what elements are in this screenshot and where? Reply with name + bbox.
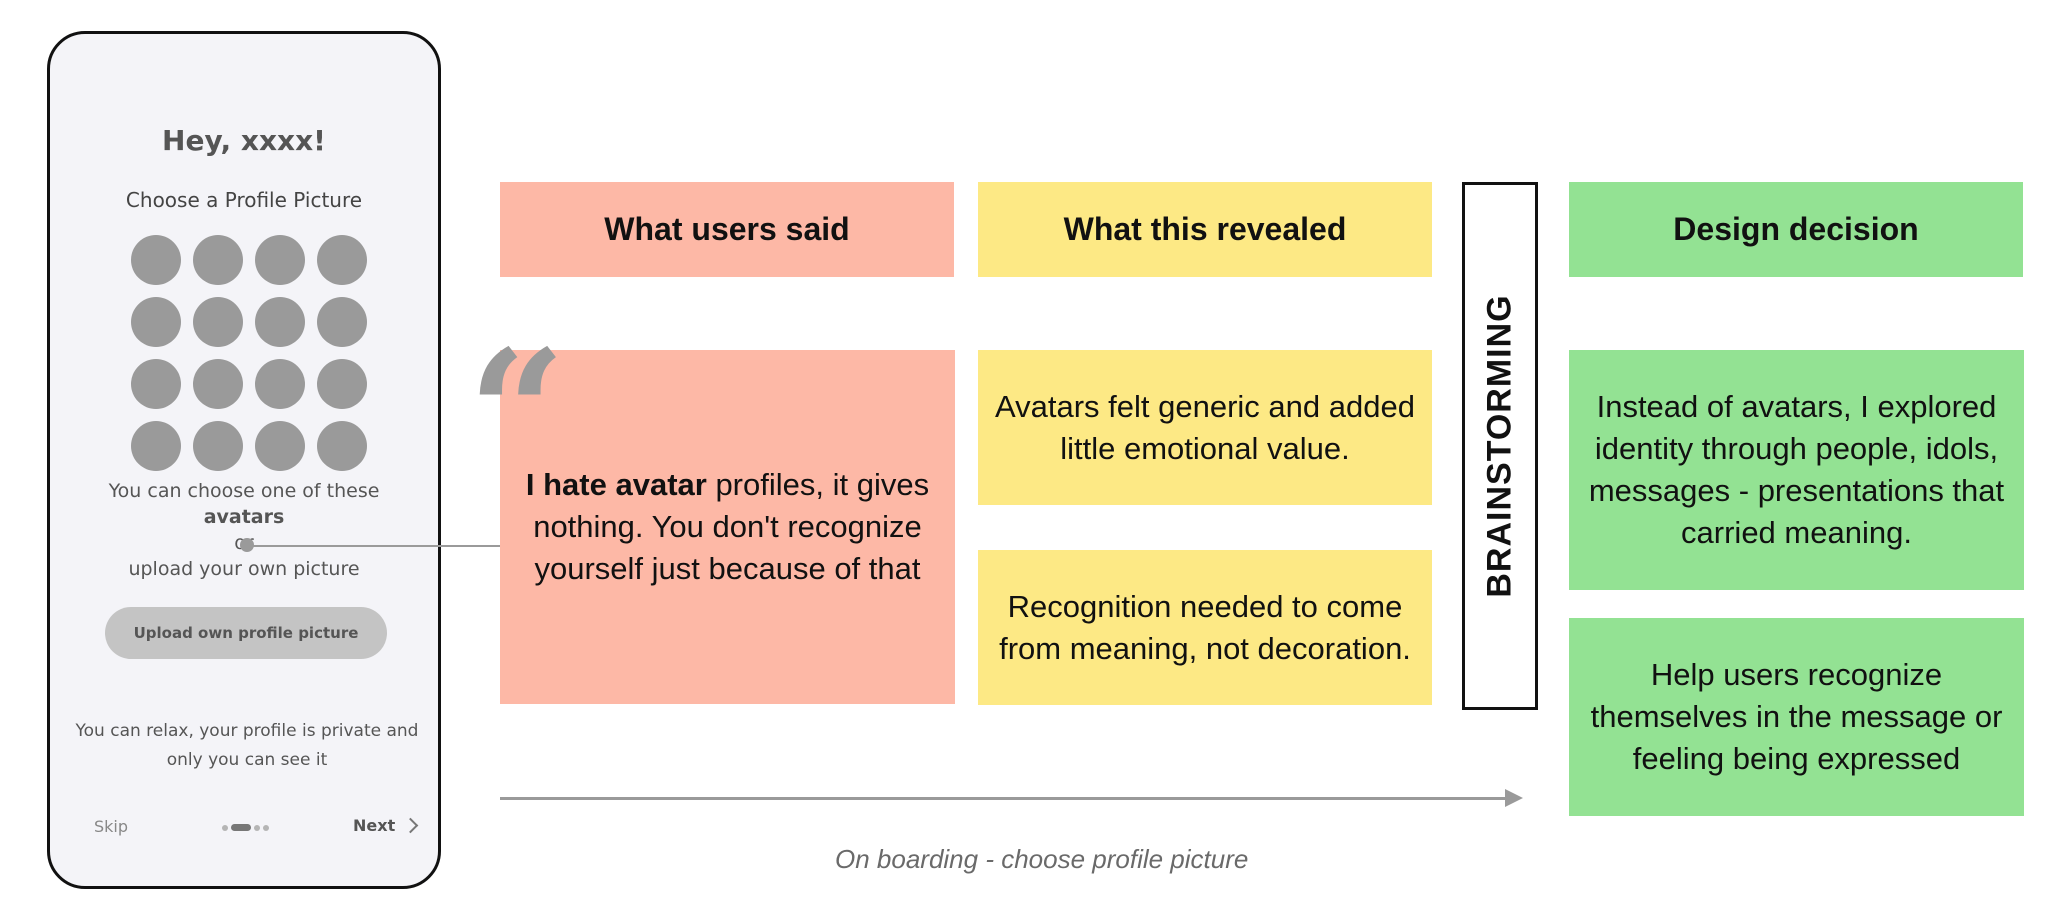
brainstorming-box: BRAINSTORMING — [1462, 182, 1538, 710]
avatar-option[interactable] — [131, 235, 181, 285]
page-indicator — [222, 824, 269, 831]
avatar-option[interactable] — [193, 235, 243, 285]
avatar-option[interactable] — [317, 359, 367, 409]
header-what-this-revealed: What this revealed — [978, 182, 1432, 277]
revealed-card-1: Avatars felt generic and added little em… — [978, 350, 1432, 505]
brainstorming-label: BRAINSTORMING — [1480, 294, 1519, 598]
choose-line-3: upload your own picture — [128, 558, 360, 580]
avatar-option[interactable] — [317, 297, 367, 347]
user-quote-rest: profiles, it gives nothing. You don't re… — [533, 467, 930, 586]
header-design-decision: Design decision — [1569, 182, 2023, 277]
avatar-option[interactable] — [131, 359, 181, 409]
choose-instructions: You can choose one of these avatars or u… — [50, 478, 438, 582]
next-label: Next — [353, 816, 396, 835]
avatar-option[interactable] — [255, 235, 305, 285]
header-what-users-said: What users said — [500, 182, 954, 277]
avatar-option[interactable] — [255, 421, 305, 471]
user-quote-text: I hate avatar profiles, it gives nothing… — [516, 464, 939, 590]
skip-button[interactable]: Skip — [94, 817, 129, 836]
upload-profile-picture-button[interactable]: Upload own profile picture — [105, 607, 387, 659]
choose-line-1: You can choose one of these — [108, 480, 380, 502]
avatar-option[interactable] — [193, 359, 243, 409]
greeting-title: Hey, xxxx! — [162, 124, 326, 157]
choose-profile-subtitle: Choose a Profile Picture — [125, 188, 363, 212]
choose-avatars-bold: avatars — [203, 506, 285, 528]
next-button[interactable]: Next — [353, 816, 419, 835]
page-dot — [222, 824, 228, 831]
connector-line — [247, 545, 507, 547]
user-quote-card: I hate avatar profiles, it gives nothing… — [500, 350, 955, 704]
arrow-right-icon — [1505, 789, 1523, 807]
quotation-mark-icon: “ — [468, 313, 566, 513]
avatar-option[interactable] — [131, 421, 181, 471]
page-dot-active — [231, 824, 251, 831]
avatar-option[interactable] — [193, 421, 243, 471]
avatar-option[interactable] — [317, 421, 367, 471]
decision-card-2: Help users recognize themselves in the m… — [1569, 618, 2024, 816]
avatar-option[interactable] — [131, 297, 181, 347]
avatar-option[interactable] — [255, 359, 305, 409]
phone-mockup: Hey, xxxx! Choose a Profile Picture You … — [47, 31, 441, 889]
avatar-option[interactable] — [193, 297, 243, 347]
chevron-right-icon — [402, 817, 419, 834]
connector-dot — [240, 538, 254, 552]
flow-arrow-line — [500, 797, 1505, 800]
caption: On boarding - choose profile picture — [835, 844, 1249, 874]
page-dot — [263, 824, 269, 831]
avatar-grid — [131, 203, 371, 483]
revealed-card-2: Recognition needed to come from meaning,… — [978, 550, 1432, 705]
decision-card-1: Instead of avatars, I explored identity … — [1569, 350, 2024, 590]
privacy-note: You can relax, your profile is private a… — [75, 721, 419, 770]
page-dot — [254, 824, 260, 831]
avatar-option[interactable] — [317, 235, 367, 285]
avatar-option[interactable] — [255, 297, 305, 347]
user-quote-bold: I hate avatar — [525, 467, 707, 502]
